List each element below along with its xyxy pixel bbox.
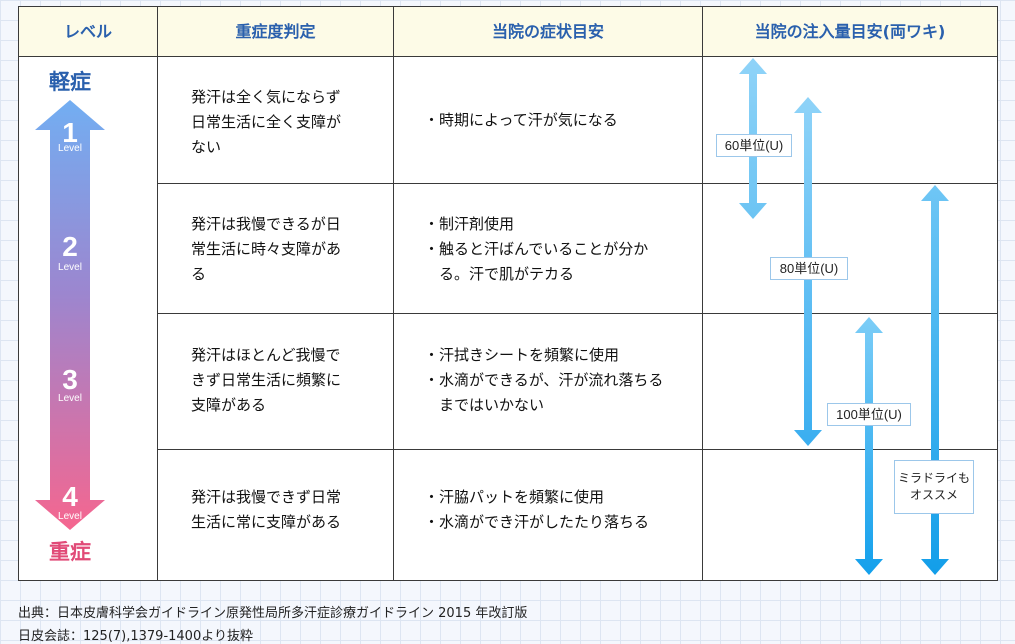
symptom-cell-2: ・制汗剤使用 ・触ると汗ばんでいることが分か る。汗で肌がテカる: [424, 212, 648, 287]
level-2-word: Level: [58, 262, 82, 273]
column-divider: [702, 7, 703, 580]
symptom-line: ・水滴ができるが、汗が流れ落ちる: [424, 371, 664, 389]
severity-line: る: [191, 265, 207, 283]
severity-cell-2: 発汗は我慢できるが日 常生活に時々支障があ る: [191, 212, 341, 287]
level-gradient-arrow-icon: [35, 100, 105, 530]
table-header-row: [19, 7, 997, 57]
symptom-line: ・時期によって汗が気になる: [424, 111, 618, 129]
level-3-number: 3: [62, 364, 78, 395]
symptom-cell-4: ・汗脇パットを頻繁に使用 ・水滴ができ汗がしたたり落ちる: [424, 485, 649, 535]
mirador-line: オススメ: [909, 488, 958, 502]
symptom-line: ・触ると汗ばんでいることが分か: [424, 240, 649, 258]
level-4-number: 4: [62, 481, 78, 512]
dose-60-label: 60単位(U): [716, 134, 792, 157]
severe-label: 重症: [49, 540, 91, 564]
header-symptoms: 当院の症状目安: [491, 22, 604, 41]
header-level: レベル: [63, 22, 112, 41]
symptom-cell-1: ・時期によって汗が気になる: [424, 108, 618, 133]
row-divider: [157, 313, 998, 314]
severity-cell-1: 発汗は全く気にならず 日常生活に全く支障が ない: [191, 85, 341, 160]
severity-line: 常生活に時々支障があ: [191, 240, 342, 258]
source-citation-journal: 日皮会誌：125(7),1379-1400より抜粋: [18, 629, 253, 644]
dose-100-arrow-icon: [855, 317, 883, 575]
symptom-line: ・制汗剤使用: [424, 215, 515, 233]
dose-80-label: 80単位(U): [770, 257, 848, 280]
row-divider: [157, 449, 998, 450]
symptom-line: る。汗で肌がテカる: [424, 265, 575, 283]
row-divider: [157, 183, 998, 184]
level-2-number: 2: [62, 231, 78, 262]
severity-cell-3: 発汗はほとんど我慢で きず日常生活に頻繁に 支障がある: [191, 343, 341, 418]
header-severity: 重症度判定: [235, 22, 316, 41]
severity-cell-4: 発汗は我慢できず日常 生活に常に支障がある: [191, 485, 341, 535]
severity-line: 発汗はほとんど我慢で: [191, 346, 341, 364]
mirador-line: ミラドライも: [897, 471, 970, 485]
level-1-number: 1: [62, 117, 78, 148]
source-citation: 出典：日本皮膚科学会ガイドライン原発性局所多汗症診療ガイドライン 2015 年改…: [18, 606, 528, 621]
symptom-line: ・汗拭きシートを頻繁に使用: [424, 346, 620, 364]
level-scale-arrow: 1 Level 2 Level 3 Level 4 Level: [33, 100, 107, 530]
severity-table: レベル 重症度判定 当院の症状目安 当院の注入量目安(両ワキ) 発汗は全く気にな…: [18, 6, 998, 581]
level-4-word: Level: [58, 511, 82, 522]
severity-line: きず日常生活に頻繁に: [191, 371, 342, 389]
severity-line: ない: [191, 138, 222, 156]
column-divider: [393, 7, 394, 580]
symptom-line: ・汗脇パットを頻繁に使用: [424, 488, 605, 506]
dose-100-label: 100単位(U): [827, 403, 911, 426]
severity-line: 発汗は我慢できるが日: [191, 215, 341, 233]
symptom-cell-3: ・汗拭きシートを頻繁に使用 ・水滴ができるが、汗が流れ落ちる まではいかない: [424, 343, 663, 418]
severity-line: 日常生活に全く支障が: [191, 113, 342, 131]
mirador-arrow-icon: [921, 185, 949, 575]
symptom-line: ・水滴ができ汗がしたたり落ちる: [424, 513, 650, 531]
severity-line: 発汗は我慢できず日常: [191, 488, 342, 506]
level-3-word: Level: [58, 393, 82, 404]
severity-line: 生活に常に支障がある: [191, 513, 342, 531]
column-divider: [157, 7, 158, 580]
symptom-line: まではいかない: [424, 396, 545, 414]
mirador-recommend-label: ミラドライも オススメ: [894, 460, 974, 514]
header-dose: 当院の注入量目安(両ワキ): [754, 22, 946, 41]
mild-label: 軽症: [49, 70, 91, 94]
severity-line: 発汗は全く気にならず: [191, 88, 341, 106]
level-1-word: Level: [58, 143, 82, 154]
severity-line: 支障がある: [191, 396, 267, 414]
